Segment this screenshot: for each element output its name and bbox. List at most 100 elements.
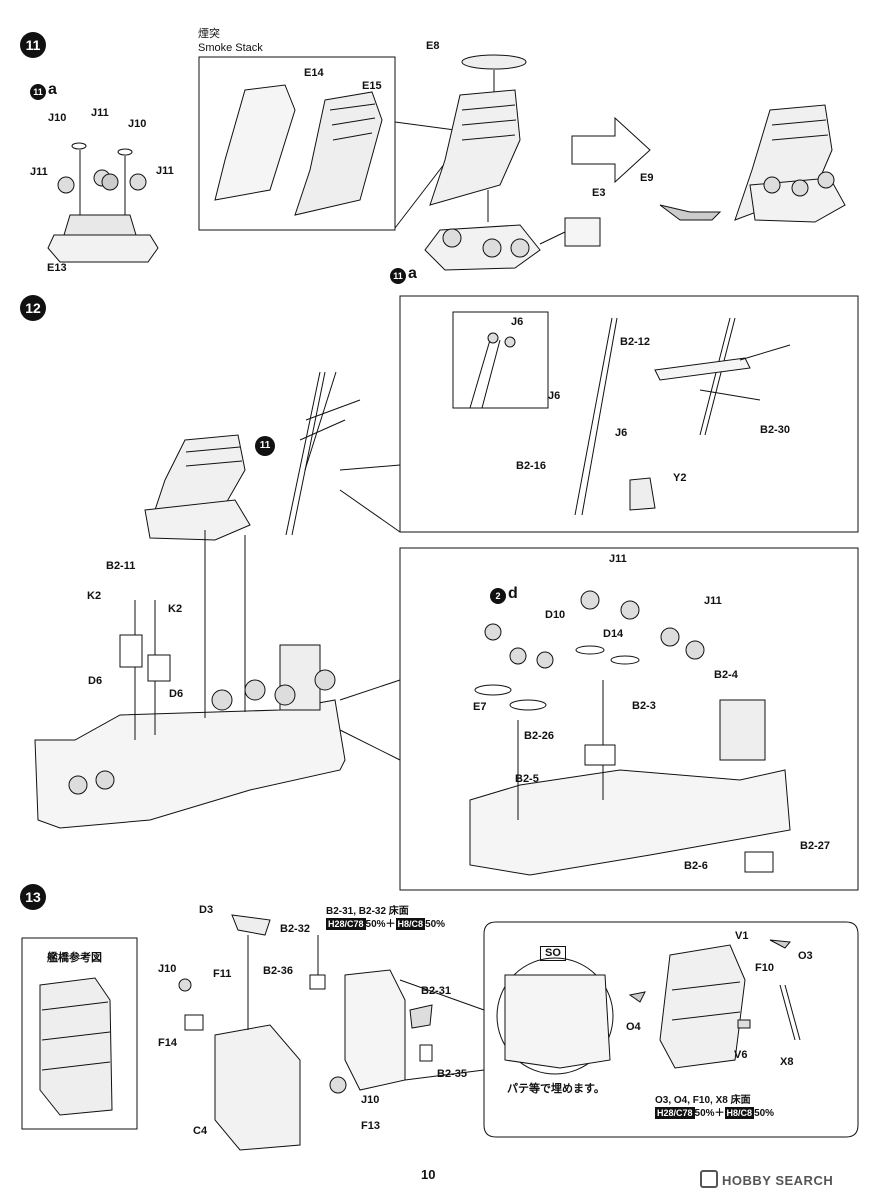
deck-detail-frame — [399, 547, 859, 891]
label-f13: F13 — [361, 1120, 380, 1132]
smoke-stack-frame — [198, 56, 396, 231]
step-2d-ref-number: 2 — [495, 591, 501, 601]
floor-paint-parts: O3, O4, F10, X8 床面 — [655, 1095, 751, 1106]
step-2d-ref-badge: 2 — [490, 588, 506, 604]
deck-paint-code-1: H28/C78 — [326, 918, 366, 930]
label-d6-right: D6 — [169, 688, 184, 700]
step-12-badge: 12 — [20, 295, 46, 321]
smoke-stack-title-en: Smoke Stack — [198, 42, 263, 54]
step11a-base-drawing — [47, 142, 159, 263]
label-b2-3: B2-3 — [632, 700, 656, 712]
label-j10-a: J10 — [158, 963, 177, 975]
label-e7: E7 — [473, 701, 487, 713]
smoke-stack-title-jp: 煙突 — [198, 27, 220, 40]
mast-detail-drawing — [469, 317, 791, 516]
label-b2-5: B2-5 — [515, 773, 539, 785]
label-b2-11: B2-11 — [106, 560, 136, 572]
label-b2-4: B2-4 — [714, 669, 738, 681]
putty-note: パテ等で埋めます。 — [507, 1082, 605, 1095]
label-f11: F11 — [213, 968, 232, 980]
label-j11-top-detail: J11 — [609, 553, 627, 565]
hull-step12 — [34, 530, 346, 829]
floor-paint-code-2: H8/C8 — [724, 1107, 755, 1119]
mast-detail-frame — [399, 295, 859, 533]
step-12-number: 12 — [25, 300, 41, 316]
deck-paint-code-2: H8/C8 — [395, 918, 426, 930]
deck-paint-parts: B2-31, B2-32 床面 — [326, 906, 409, 917]
label-d6-left: D6 — [88, 675, 103, 687]
step-11a-ref-badge: 11 — [390, 268, 406, 284]
label-e14: E14 — [304, 67, 324, 79]
watermark-text: HOBBY SEARCH — [722, 1173, 834, 1188]
step-arrow — [571, 116, 651, 184]
label-d3: D3 — [199, 904, 214, 916]
floor-paint-code-1: H28/C78 — [655, 1107, 695, 1119]
step-11a-letter: a — [48, 81, 57, 98]
step-11-number: 11 — [25, 37, 41, 53]
floor-paint-ratio-2: 50% — [754, 1108, 775, 1119]
label-j6-inset: J6 — [511, 316, 524, 328]
label-k2-right: K2 — [168, 603, 183, 615]
step-13-number: 13 — [25, 889, 41, 905]
label-e15: E15 — [362, 80, 382, 92]
watermark: HOBBY SEARCH — [700, 1170, 833, 1188]
label-o3: O3 — [798, 950, 813, 962]
finished-funnel — [659, 104, 846, 223]
label-j10-right: J10 — [128, 118, 147, 130]
bridge-parts-step13 — [178, 914, 433, 1151]
label-e9: E9 — [640, 172, 654, 184]
deck-paint-ratio-1: 50%＋ — [365, 919, 396, 930]
label-j11-top: J11 — [91, 107, 109, 119]
label-d14: D14 — [603, 628, 624, 640]
label-b2-6: B2-6 — [684, 860, 708, 872]
funnel-step12 — [144, 434, 251, 541]
label-b2-32: B2-32 — [280, 923, 310, 935]
label-e13: E13 — [47, 262, 67, 274]
step-13-badge: 13 — [20, 884, 46, 910]
smoke-stack-halves — [214, 84, 383, 216]
step-11-ref-badge: 11 — [255, 436, 275, 456]
step-11a-number: 11 — [33, 87, 43, 97]
label-v1: V1 — [735, 930, 749, 942]
label-c4: C4 — [193, 1125, 208, 1137]
mast-step12 — [285, 371, 361, 536]
bridge-reference-title: 艦橋参考図 — [47, 951, 102, 964]
step-11-ref-number: 11 — [259, 440, 271, 451]
label-e8: E8 — [426, 40, 440, 52]
label-b2-31: B2-31 — [421, 985, 451, 997]
label-j11-right-detail: J11 — [704, 595, 722, 607]
hull-detail-step12 — [469, 590, 791, 876]
bridge-detail-drawing — [504, 939, 801, 1069]
bridge-detail-frame — [483, 921, 859, 1138]
label-o4: O4 — [626, 1021, 641, 1033]
mast-inset-frame — [452, 311, 549, 409]
putty-detail-circle — [496, 957, 614, 1075]
label-b2-27: B2-27 — [800, 840, 830, 852]
label-e3: E3 — [592, 187, 606, 199]
label-x8: X8 — [780, 1056, 794, 1068]
label-v6: V6 — [734, 1049, 748, 1061]
label-j6-low: J6 — [615, 427, 628, 439]
label-f14: F14 — [158, 1037, 177, 1049]
label-k2-left: K2 — [87, 590, 102, 602]
label-f10: F10 — [755, 962, 774, 974]
bridge-reference-frame — [21, 937, 138, 1130]
label-j11-right: J11 — [156, 165, 174, 177]
watermark-logo-icon — [700, 1170, 718, 1188]
label-y2: Y2 — [673, 472, 687, 484]
label-j10-b: J10 — [361, 1094, 380, 1106]
label-b2-36: B2-36 — [263, 965, 293, 977]
step-11a-badge: 11 — [30, 84, 46, 100]
so-tag: SO — [540, 946, 566, 961]
step-11-badge: 11 — [20, 32, 46, 58]
label-j10-left: J10 — [48, 112, 67, 124]
label-b2-30: B2-30 — [760, 424, 790, 436]
step-2d-ref-letter: d — [508, 585, 518, 602]
page-number: 10 — [421, 1167, 436, 1182]
assembled-funnel — [424, 54, 601, 271]
deck-paint-ratio-2: 50% — [425, 919, 446, 930]
bridge-reference-drawing — [39, 977, 113, 1116]
